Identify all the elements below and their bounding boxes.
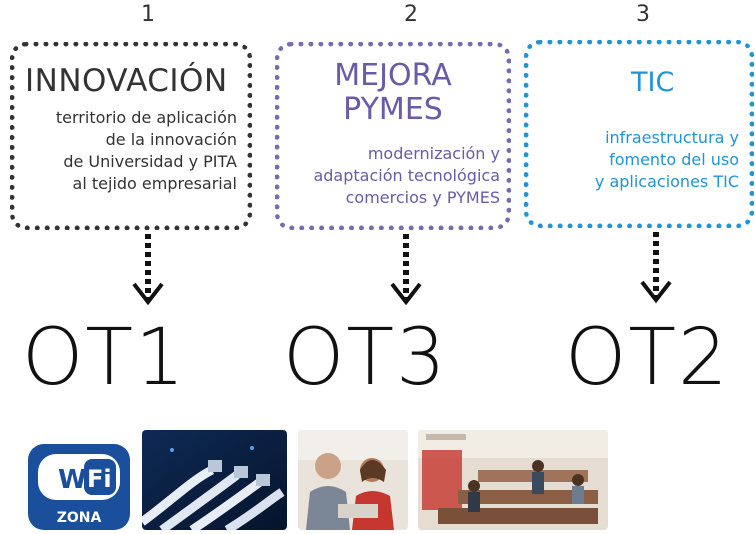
description-line: adaptación tecnológica <box>313 166 500 185</box>
title-line: PYMES <box>343 92 443 127</box>
description-line: territorio de aplicación <box>55 108 237 127</box>
wifi-zona-logo: Wi Fi ZONA <box>28 444 130 530</box>
svg-text:Fi: Fi <box>87 465 112 493</box>
mejora-pymes-box: MEJORA PYMES modernización y adaptación … <box>275 42 511 230</box>
tic-title: TIC <box>631 67 675 98</box>
ot1-label: OT1 <box>22 313 187 403</box>
description-line: fomento del uso <box>609 150 739 169</box>
mejora-pymes-description: modernización y adaptación tecnológica c… <box>274 143 500 209</box>
network-cables-image <box>142 430 287 530</box>
innovacion-description: territorio de aplicación de la innovació… <box>7 107 237 195</box>
arrow-3-icon <box>640 232 672 304</box>
description-line: al tejido empresarial <box>72 174 237 193</box>
step-number-2: 2 <box>404 2 418 27</box>
arrow-2-icon <box>390 234 422 306</box>
office-space-image <box>418 430 608 530</box>
step-number-3: 3 <box>636 2 650 27</box>
title-line: MEJORA <box>334 58 452 93</box>
people-computer-image <box>298 430 408 530</box>
arrow-1-icon <box>132 234 164 306</box>
description-line: y aplicaciones TIC <box>594 172 739 191</box>
ot2-label: OT2 <box>565 313 730 403</box>
step-number-1: 1 <box>141 2 155 27</box>
description-line: de la innovación <box>105 130 237 149</box>
tic-box: TIC infraestructura y fomento del uso y … <box>524 40 754 228</box>
description-line: comercios y PYMES <box>345 188 500 207</box>
innovacion-box: INNOVACIÓN territorio de aplicación de l… <box>10 42 252 230</box>
svg-text:ZONA: ZONA <box>57 510 102 526</box>
tic-description: infraestructura y fomento del uso y apli… <box>529 127 739 193</box>
description-line: infraestructura y <box>605 128 739 147</box>
ot3-label: OT3 <box>283 313 448 403</box>
mejora-pymes-title: MEJORA PYMES <box>280 59 506 127</box>
description-line: modernización y <box>367 144 500 163</box>
description-line: de Universidad y PITA <box>63 152 237 171</box>
innovacion-title: INNOVACIÓN <box>25 63 228 99</box>
